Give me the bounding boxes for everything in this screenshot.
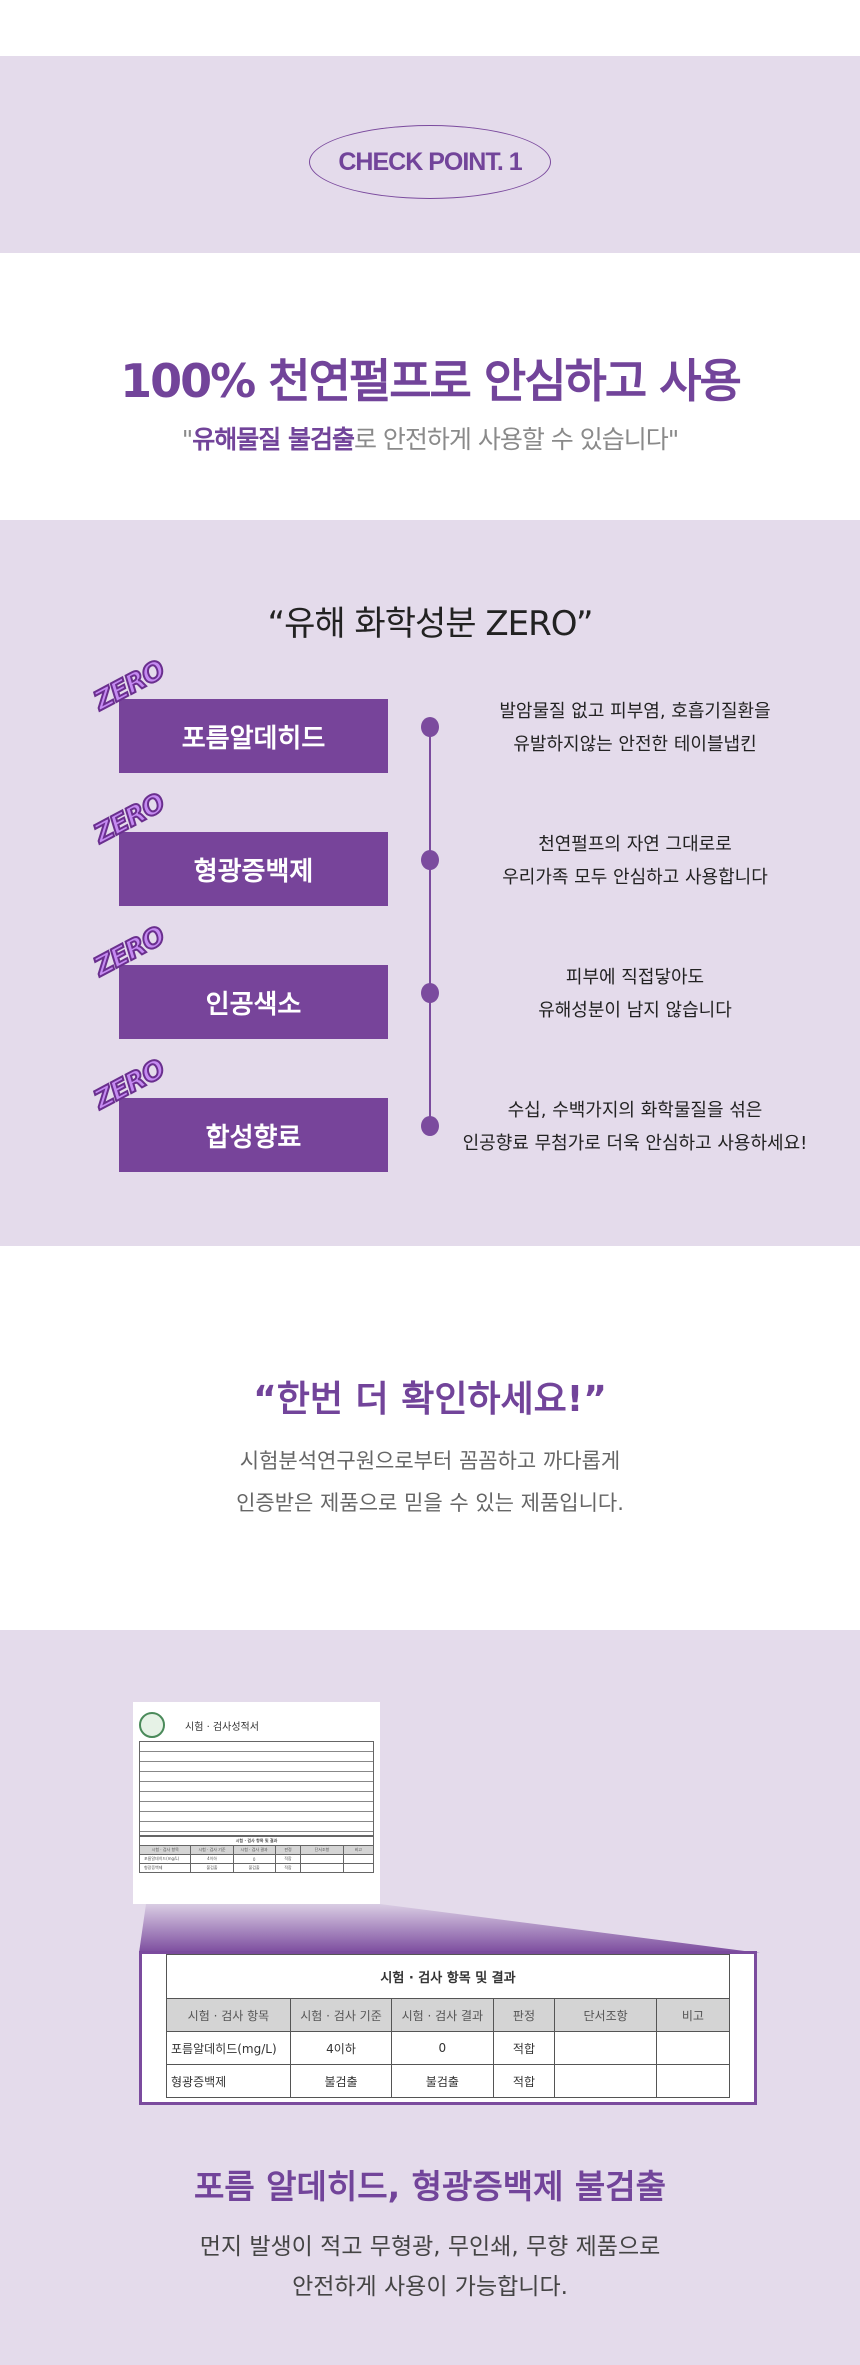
subheadline-rest: 로 안전하게 사용할 수 있습니다"	[353, 425, 679, 454]
table-cell: 불검출	[190, 1863, 234, 1873]
result-line2: 안전하게 사용이 가능합니다.	[292, 2274, 568, 2300]
ingredient-label: 인공색소	[205, 989, 302, 1020]
table-cell: 적합	[274, 1854, 302, 1864]
table-cell: 불검출	[289, 2064, 393, 2098]
headline: 100% 천연펄프로 안심하고 사용	[120, 354, 742, 408]
ingredient-box: 인공색소	[119, 965, 388, 1039]
column-header: 시험 · 검사 기준	[289, 1998, 393, 2032]
description-line: 수십, 수백가지의 화학물질을 섞은	[507, 1100, 763, 1121]
description-line: 유해성분이 남지 않습니다	[538, 1000, 732, 1021]
ingredient-box: 합성향료	[119, 1098, 388, 1172]
table-cell: 포름알데히드(mg/L)	[166, 2031, 291, 2065]
column-header: 비고	[342, 1845, 375, 1855]
timeline-dot	[421, 717, 439, 737]
column-header: 시험 · 검사 항목	[166, 1998, 291, 2032]
table-cell: 불검출	[232, 1863, 276, 1873]
timeline-dot	[421, 850, 439, 870]
table-cell: 적합	[274, 1863, 302, 1873]
table-cell	[342, 1854, 375, 1864]
description-line: 발암물질 없고 피부염, 호흡기질환을	[499, 701, 771, 722]
table-cell: 적합	[492, 2031, 556, 2065]
column-header: 시험 · 검사 항목	[138, 1845, 192, 1855]
table-cell	[554, 2031, 657, 2065]
subheadline: "유해물질 불검출로 안전하게 사용할 수 있습니다"	[0, 420, 860, 456]
column-header: 판정	[492, 1998, 556, 2032]
table-cell: 0	[391, 2031, 494, 2065]
description-line: 피부에 직접닿아도	[565, 967, 705, 988]
confirm-line1: 시험분석연구원으로부터 꼼꼼하고 까다롭게	[239, 1449, 621, 1473]
table-cell	[300, 1854, 344, 1864]
timeline-line	[429, 726, 431, 1124]
table-cell	[342, 1863, 375, 1873]
table-cell: 4이하	[190, 1854, 234, 1864]
description-line: 인공향료 무첨가로 더욱 안심하고 사용하세요!	[462, 1133, 808, 1154]
ingredient-box: 포름알데히드	[119, 699, 388, 773]
checkpoint-label: CHECK POINT. 1	[338, 147, 522, 176]
description-line: 천연펄프의 자연 그대로로	[538, 834, 732, 855]
zero-title: “유해 화학성분 ZERO”	[267, 604, 593, 644]
checkpoint-badge: CHECK POINT. 1	[309, 125, 551, 199]
highlight: 유해물질 불검출	[192, 425, 355, 454]
table-cell: 0	[232, 1854, 276, 1864]
table-cell: 형광증백제	[138, 1863, 192, 1873]
table-cell: 4이하	[289, 2031, 393, 2065]
quote: "	[181, 425, 193, 454]
table-cell	[655, 2031, 731, 2065]
table-cell: 포름알데히드(mg/L)	[138, 1854, 192, 1864]
table-cell	[300, 1863, 344, 1873]
column-header: 비고	[655, 1998, 731, 2032]
table-cell: 적합	[492, 2064, 556, 2098]
column-header: 판정	[274, 1845, 302, 1855]
ingredient-label: 포름알데히드	[181, 723, 326, 754]
table-cell	[655, 2064, 731, 2098]
ingredient-box: 형광증백제	[119, 832, 388, 906]
column-header: 시험 · 검사 결과	[391, 1998, 494, 2032]
column-header: 단서조항	[554, 1998, 657, 2032]
column-header: 시험 · 검사 기준	[190, 1845, 234, 1855]
table-cell	[554, 2064, 657, 2098]
description-line: 유발하지않는 안전한 테이블냅킨	[513, 734, 757, 755]
ingredient-label: 형광증백제	[193, 856, 314, 887]
document-info-grid	[139, 1741, 374, 1836]
document-title: 시험 · 검사성적서	[185, 1721, 259, 1733]
result-title: 포름 알데히드, 형광증백제 불검출	[193, 2167, 667, 2206]
confirm-title: “한번 더 확인하세요!”	[253, 1379, 607, 1420]
result-line1: 먼지 발생이 적고 무형광, 무인쇄, 무향 제품으로	[199, 2234, 661, 2260]
mini-table-title: 시험 · 검사 항목 및 결과	[139, 1836, 374, 1846]
seal-icon	[139, 1712, 165, 1738]
column-header: 단서조항	[300, 1845, 344, 1855]
table-title: 시험 · 검사 항목 및 결과	[166, 1954, 730, 1999]
ingredient-label: 합성향료	[205, 1122, 302, 1153]
description-line: 우리가족 모두 안심하고 사용합니다	[502, 867, 768, 888]
table-cell: 불검출	[391, 2064, 494, 2098]
column-header: 시험 · 검사 결과	[232, 1845, 276, 1855]
timeline-dot	[421, 1116, 439, 1136]
timeline-dot	[421, 983, 439, 1003]
confirm-line2: 인증받은 제품으로 믿을 수 있는 제품입니다.	[236, 1491, 624, 1515]
table-cell: 형광증백제	[166, 2064, 291, 2098]
